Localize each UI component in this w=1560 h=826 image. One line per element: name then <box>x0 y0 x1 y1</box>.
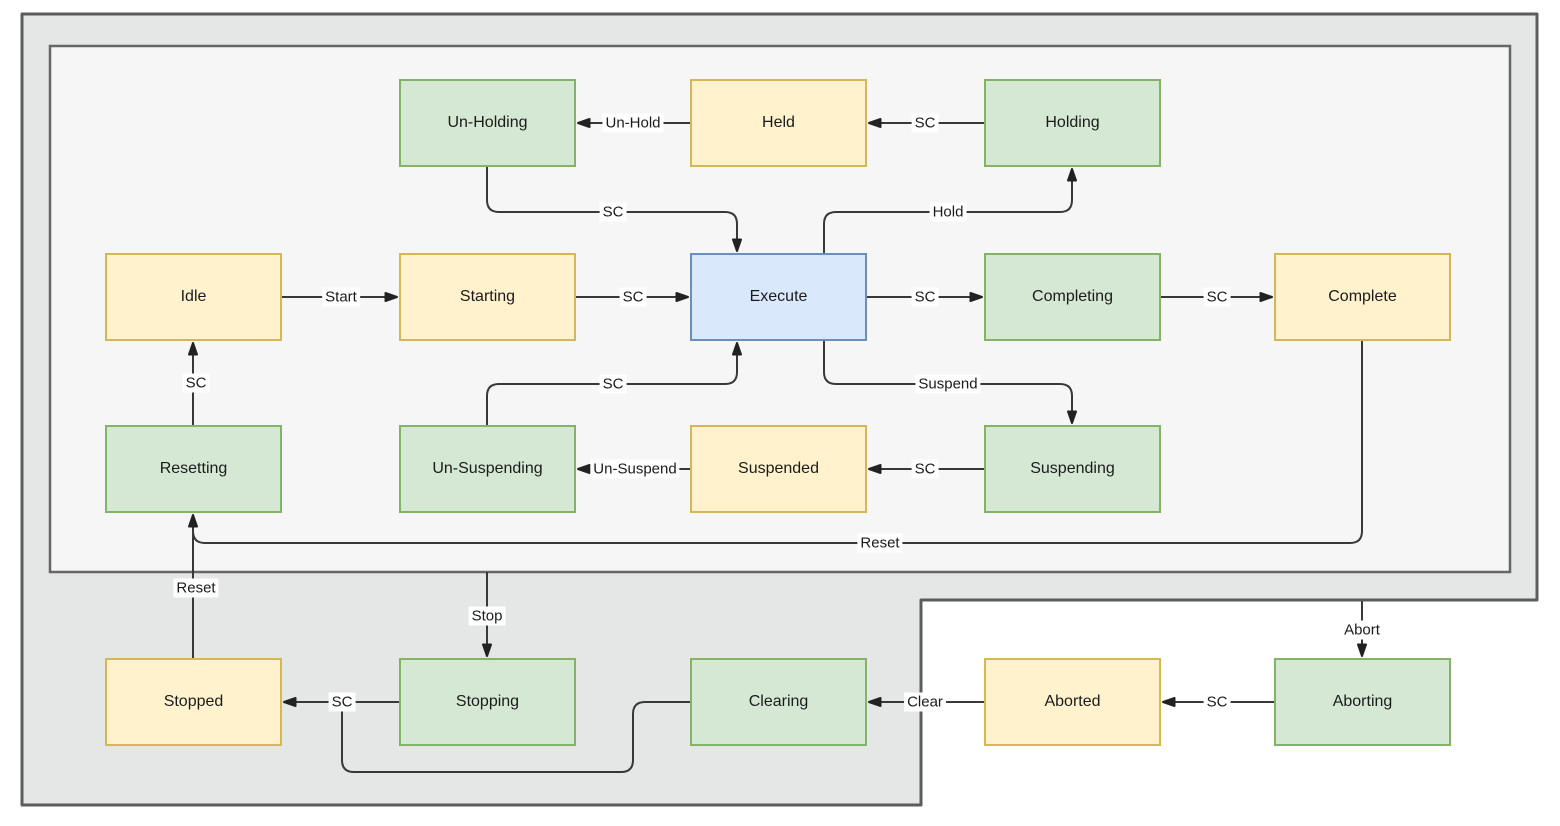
state-label: Suspending <box>1030 460 1115 477</box>
edge-label-reset-complete: Reset <box>857 533 903 553</box>
state-label: Completing <box>1032 288 1113 305</box>
state-label: Suspended <box>738 460 819 477</box>
edge-label-hold: Hold <box>929 202 967 222</box>
edge-label-start: Start <box>322 287 360 307</box>
state-label: Resetting <box>159 460 228 477</box>
edge-label-stop: Stop <box>468 606 506 626</box>
state-label: Idle <box>180 288 207 305</box>
edge-label-sc-unsuspending: SC <box>599 374 627 394</box>
state-complete: Complete <box>1274 253 1451 341</box>
edge-label-sc-stopping: SC <box>328 692 356 712</box>
state-label: Execute <box>749 288 808 305</box>
state-label: Un-Suspending <box>432 460 543 477</box>
state-label: Starting <box>459 288 516 305</box>
state-resetting: Resetting <box>105 425 282 513</box>
state-completing: Completing <box>984 253 1161 341</box>
state-starting: Starting <box>399 253 576 341</box>
state-label: Clearing <box>748 693 809 710</box>
state-aborting: Aborting <box>1274 658 1451 746</box>
state-idle: Idle <box>105 253 282 341</box>
edge-label-abort: Abort <box>1341 620 1383 640</box>
state-stopping: Stopping <box>399 658 576 746</box>
edge-label-reset-stopped: Reset <box>173 578 219 598</box>
edge-label-un-suspend: Un-Suspend <box>590 459 680 479</box>
state-suspended: Suspended <box>690 425 867 513</box>
edge-label-sc-hold-row: SC <box>911 113 939 133</box>
state-label: Held <box>762 114 795 131</box>
edge-label-sc-execute: SC <box>911 287 939 307</box>
state-un-suspending: Un-Suspending <box>399 425 576 513</box>
edge-label-suspend: Suspend <box>915 374 981 394</box>
state-held: Held <box>690 79 867 167</box>
edge-label-sc-suspending: SC <box>911 459 939 479</box>
edge-label-sc-aborting: SC <box>1203 692 1231 712</box>
edge-label-un-hold: Un-Hold <box>602 113 664 133</box>
state-label: Complete <box>1328 288 1397 305</box>
edge-label-sc-unholding: SC <box>599 202 627 222</box>
state-stopped: Stopped <box>105 658 282 746</box>
state-clearing: Clearing <box>690 658 867 746</box>
state-execute: Execute <box>690 253 867 341</box>
state-aborted: Aborted <box>984 658 1161 746</box>
state-label: Aborted <box>1044 693 1101 710</box>
state-un-holding: Un-Holding <box>399 79 576 167</box>
edge-label-sc-completing: SC <box>1203 287 1231 307</box>
state-label: Aborting <box>1332 693 1393 710</box>
state-label: Un-Holding <box>447 114 528 131</box>
state-label: Holding <box>1045 114 1100 131</box>
state-suspending: Suspending <box>984 425 1161 513</box>
state-label: Stopping <box>455 693 520 710</box>
state-holding: Holding <box>984 79 1161 167</box>
edge-label-sc-starting: SC <box>619 287 647 307</box>
state-label: Stopped <box>163 693 224 710</box>
edge-label-sc-resetting: SC <box>182 373 210 393</box>
edge-label-clear: Clear <box>904 692 946 712</box>
